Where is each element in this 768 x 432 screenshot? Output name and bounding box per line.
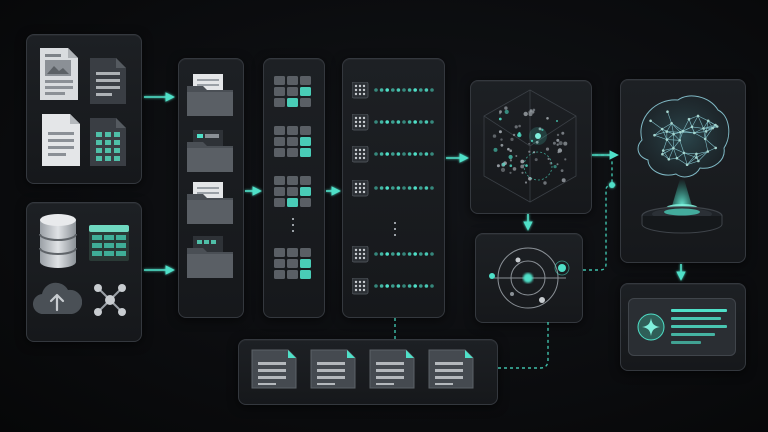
folder-icon (187, 182, 233, 224)
ai-brain-icon (637, 95, 730, 234)
document-icon (369, 349, 415, 389)
point-cloud-icon (483, 89, 577, 203)
network-graph-icon (94, 284, 126, 316)
document-image-icon (40, 48, 78, 100)
vector-row-icon (352, 146, 434, 163)
document-icon (251, 349, 297, 389)
folder-icon (187, 74, 233, 116)
document-icon (428, 349, 474, 389)
junction-dot (609, 182, 615, 188)
grid-block-icon (274, 126, 311, 157)
vector-row-icon (352, 246, 434, 263)
database-icon (39, 214, 77, 268)
sparkle-icon (637, 313, 665, 341)
table-grid-icon (89, 225, 129, 261)
grid-block-icon (274, 76, 311, 107)
folder-icon (187, 130, 233, 172)
vector-row-icon (352, 114, 434, 131)
panel-vector-space (470, 80, 592, 214)
document-page-icon (42, 114, 80, 166)
response-card (628, 298, 736, 356)
dashed-retrieval-to-llm (583, 184, 613, 271)
response-text-lines (671, 309, 727, 344)
orbit-icon (489, 247, 570, 309)
vector-row-icon (352, 82, 434, 99)
ellipsis-chunks (290, 218, 296, 232)
dashed-vectors-to-llm (592, 154, 616, 186)
document-icon (310, 349, 356, 389)
vector-row-icon (352, 278, 434, 295)
folder-icon (187, 236, 233, 278)
embedding-column (352, 82, 438, 302)
grid-block-icon (274, 248, 311, 279)
chunk-column (274, 76, 314, 296)
ellipsis-embeddings (392, 222, 398, 236)
document-text-icon (90, 58, 126, 104)
cloud-upload-icon (33, 282, 82, 315)
context-docs-row (250, 348, 486, 394)
grid-block-icon (274, 176, 311, 207)
dashed-context-to-retrieval (498, 322, 549, 369)
spreadsheet-doc-icon (90, 118, 126, 166)
vector-row-icon (352, 180, 434, 197)
